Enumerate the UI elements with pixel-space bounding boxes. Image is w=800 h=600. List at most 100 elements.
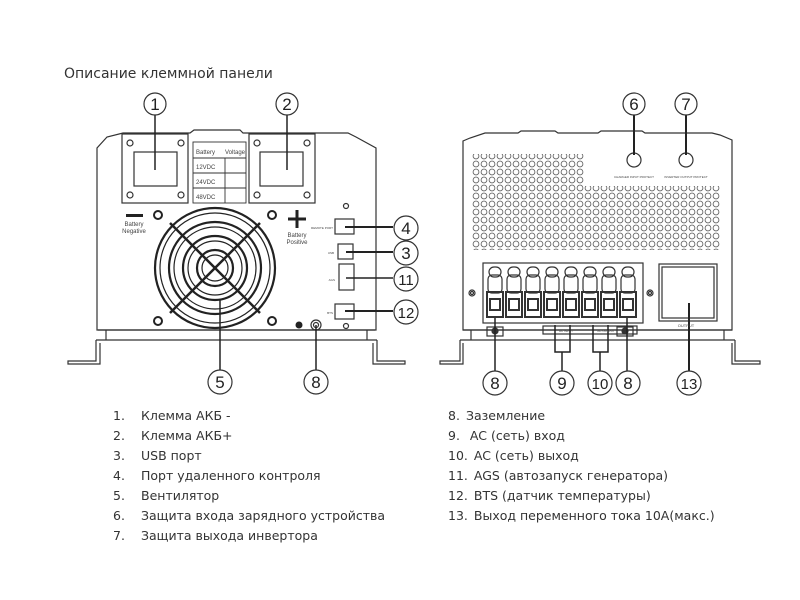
battery-negative-label-1: Battery	[124, 222, 143, 228]
rear-panel	[439, 130, 761, 365]
legend-item: 7.Защита выхода инвертора	[113, 526, 385, 546]
legend-text: AC (сеть) вход	[465, 428, 565, 443]
legend-item: 6.Защита входа зарядного устройства	[113, 506, 385, 526]
callout-3	[393, 240, 419, 266]
terminal-post	[486, 266, 504, 318]
callout-6	[622, 92, 646, 116]
legend-text: Порт удаленного контроля	[141, 468, 321, 483]
rear-callout-circles	[482, 92, 702, 396]
callout-8-rear-left	[482, 370, 508, 396]
front-housing	[96, 129, 377, 331]
legend-item: 1. Клемма АКБ -	[113, 406, 385, 426]
legend-item: 9. AC (сеть) вход	[448, 426, 715, 446]
callout-label: 1	[150, 95, 159, 114]
callout-1	[143, 92, 167, 116]
charger-input-protect-breaker	[626, 152, 642, 168]
callout-label: 8	[623, 374, 632, 393]
inverter-output-protect-breaker	[678, 152, 694, 168]
legend-number: 1.	[113, 408, 125, 423]
callout-label: 12	[398, 305, 415, 322]
legend-number: 12.	[448, 488, 468, 503]
callout-8-front	[303, 369, 329, 395]
legend-number: 9.	[448, 428, 460, 443]
legend-number: 7.	[113, 528, 125, 543]
terminal-post	[505, 266, 523, 318]
terminal-post	[581, 266, 599, 318]
terminal-post	[562, 266, 580, 318]
legend-item: 2.Клемма АКБ+	[113, 426, 385, 446]
inverter-output-protect-label: INVERTER OUTPUT PROTECT	[664, 175, 708, 179]
front-callout-numbers: 1 2 4 3 11 12 5 8	[150, 95, 414, 392]
callout-13	[676, 370, 702, 396]
callout-12	[393, 299, 419, 325]
rear-callout-numbers: 6 7 8 9 10 8 13	[490, 95, 697, 393]
battery-negative-terminal	[121, 133, 189, 204]
table-header-voltage: Voltage	[225, 150, 246, 156]
legend-text: Вентилятор	[141, 488, 220, 503]
legend-text: Клемма АКБ -	[141, 408, 231, 423]
callout-label: 7	[681, 95, 690, 114]
battery-positive-label-1: Battery	[287, 233, 306, 239]
battery-positive-symbol	[288, 210, 306, 228]
rear-base	[439, 329, 761, 365]
terminal-post	[600, 266, 618, 318]
bts-port-label: BTS	[327, 311, 333, 315]
legend-number: 13.	[448, 508, 468, 523]
battery-negative-label-2: Negative	[122, 229, 146, 235]
legend-number: 5.	[113, 488, 125, 503]
callout-label: 6	[629, 95, 638, 114]
legend-item: 8.Заземление	[448, 406, 715, 426]
callout-label: 13	[681, 376, 698, 393]
callout-9	[549, 370, 575, 396]
legend-right: 8.Заземление 9. AC (сеть) вход 10. AC (се…	[448, 406, 715, 526]
callout-label: 9	[557, 374, 566, 393]
legend-text: Выход переменного тока 10А(макс.)	[473, 508, 715, 523]
legend-item: 5. Вентилятор	[113, 486, 385, 506]
callout-label: 8	[311, 373, 320, 392]
ac-input-label: AC INPUT	[559, 329, 573, 333]
legend-number: 11.	[448, 468, 468, 483]
legend-item: 4. Порт удаленного контроля	[113, 466, 385, 486]
legend-left: 1.Клемма АКБ - 2.Клемма АКБ+ 3.USB порт …	[113, 406, 385, 546]
terminal-post	[543, 266, 561, 318]
terminal-post	[619, 266, 637, 318]
page-title: Описание клеммной панели	[64, 66, 273, 82]
callout-label: 11	[398, 272, 414, 289]
legend-item: 13. Выход переменного тока 10А(макс.)	[448, 506, 715, 526]
callout-label: 8	[490, 374, 499, 393]
usb-port-label: USB	[328, 251, 334, 255]
remote-port-label: REMOTE PORT	[311, 226, 333, 230]
rear-callout-lines	[494, 115, 690, 372]
ags-port-label: AGS	[329, 278, 335, 282]
legend-text: USB порт	[141, 448, 202, 463]
legend-text: BTS (датчик температуры)	[473, 488, 651, 503]
front-base	[67, 329, 406, 365]
battery-positive-terminal	[248, 133, 316, 204]
charger-input-protect-label: CHARGER INPUT PROTECT	[614, 175, 654, 179]
legend-text: Заземление	[465, 408, 546, 423]
legend-text: Защита входа зарядного устройства	[141, 508, 386, 523]
legend-number: 4.	[113, 468, 125, 483]
battery-voltage-table	[192, 141, 247, 204]
callout-8-rear-right	[615, 370, 641, 396]
battery-positive-label-2: Positive	[286, 240, 308, 246]
callout-label: 3	[401, 244, 410, 263]
callout-label: 4	[401, 219, 410, 238]
callout-5	[207, 369, 233, 395]
rear-housing	[462, 130, 733, 331]
legend-number: 10.	[448, 448, 468, 463]
vent-holes-upper	[472, 154, 584, 186]
output-socket-label: OUTPUT	[678, 323, 695, 328]
legend-item: 3. USB порт	[113, 446, 385, 466]
legend-text: AC (сеть) выход	[473, 448, 579, 463]
table-row-24v: 24VDC	[196, 180, 216, 186]
front-callout-lines	[154, 115, 393, 370]
table-header-battery: Battery	[196, 150, 215, 156]
legend-item: 12. BTS (датчик температуры)	[448, 486, 715, 506]
table-row-48v: 48VDC	[196, 195, 216, 201]
legend-number: 3.	[113, 448, 125, 463]
fan-grille	[153, 206, 277, 330]
callout-label: 10	[592, 376, 609, 393]
legend-text: AGS (автозапуск генератора)	[473, 468, 669, 483]
